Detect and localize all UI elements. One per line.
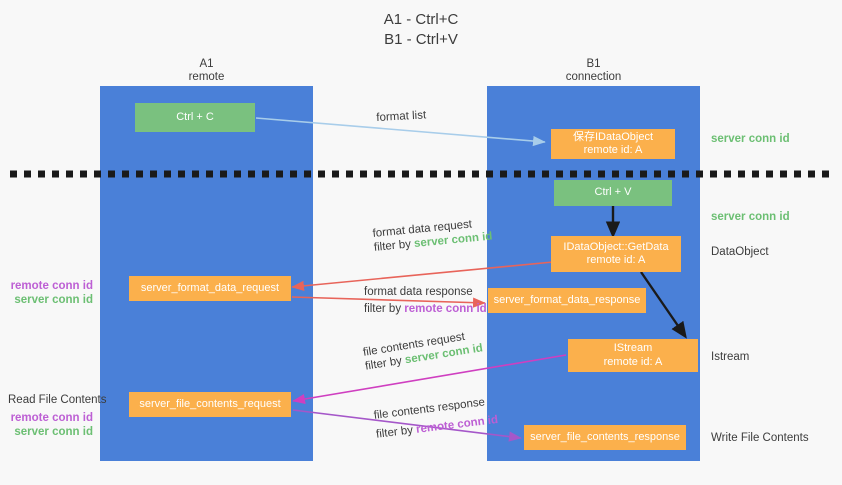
column-header-b1: B1 connection <box>487 58 700 84</box>
box-getdata[interactable]: IDataObject::GetData remote id: A <box>551 236 681 272</box>
column-a1-name: A1 <box>199 58 214 70</box>
label-format-list: format list <box>376 109 427 124</box>
label-format-data-request-filter-prefix: filter by <box>373 238 415 254</box>
label-format-data-response-filter-prefix: filter by <box>364 303 405 315</box>
box-server-file-contents-request-label: server_file_contents_request <box>139 397 281 410</box>
box-getdata-line2: remote id: A <box>586 254 646 266</box>
box-getdata-line1: IDataObject::GetData <box>563 240 669 253</box>
label-write-file-contents: Write File Contents <box>711 432 809 444</box>
box-istream[interactable]: IStream remote id: A <box>568 339 698 372</box>
label-server-conn-id-2: server conn id <box>14 426 93 438</box>
box-server-file-contents-response[interactable]: server_file_contents_response <box>524 425 686 450</box>
box-server-format-data-request[interactable]: server_format_data_request <box>129 276 291 301</box>
label-file-contents-request: file contents request filter by server c… <box>362 327 484 373</box>
label-file-contents-response: file contents response filter by remote … <box>373 394 499 442</box>
label-server-conn-id-1: server conn id <box>14 294 93 306</box>
box-istream-line1: IStream <box>613 342 653 354</box>
label-format-data-request: format data request filter by server con… <box>372 216 493 255</box>
label-remote-conn-id-2: remote conn id <box>10 412 93 424</box>
page-title: A1 - Ctrl+C B1 - Ctrl+V <box>0 10 842 50</box>
box-server-file-contents-request[interactable]: server_file_contents_request <box>129 392 291 417</box>
label-format-data-response-filter-value: remote conn id <box>404 303 487 315</box>
label-remote-conn-id-1: remote conn id <box>10 280 93 292</box>
box-server-format-data-response[interactable]: server_format_data_response <box>488 288 646 313</box>
title-line-2: B1 - Ctrl+V <box>384 31 458 48</box>
box-server-file-contents-response-label: server_file_contents_response <box>530 430 680 443</box>
label-server-conn-id-second: server conn id <box>711 211 790 223</box>
box-ctrl-v[interactable]: Ctrl + V <box>554 180 672 206</box>
label-conn-id-group-2: remote conn id server conn id <box>0 411 93 439</box>
box-istream-line2: remote id: A <box>603 355 663 368</box>
label-format-data-response-text: format data response <box>364 286 473 298</box>
box-server-format-data-response-label: server_format_data_response <box>493 293 641 306</box>
label-file-contents-response-filter-prefix: filter by <box>375 423 417 441</box>
label-format-data-response: format data response filter by remote co… <box>364 285 487 316</box>
column-header-a1: A1 remote <box>100 58 313 84</box>
box-ctrl-c-label: Ctrl + C <box>176 110 214 123</box>
label-istream: Istream <box>711 351 750 363</box>
label-conn-id-group-1: remote conn id server conn id <box>0 279 93 307</box>
box-save-dataobject-line2: remote id: A <box>583 144 643 156</box>
label-dataobject: DataObject <box>711 246 769 258</box>
label-read-file-contents: Read File Contents <box>8 394 107 406</box>
label-server-conn-id-top: server conn id <box>711 133 790 145</box>
box-server-format-data-request-label: server_format_data_request <box>140 281 280 294</box>
box-ctrl-v-label: Ctrl + V <box>594 186 632 199</box>
box-save-dataobject[interactable]: 保存IDataObject remote id: A <box>551 129 675 159</box>
column-b1-name: B1 <box>586 58 601 70</box>
box-save-dataobject-line1: 保存IDataObject <box>572 130 654 143</box>
column-a1-sub: remote <box>188 71 225 83</box>
column-b1-sub: connection <box>565 71 622 83</box>
title-line-1: A1 - Ctrl+C <box>383 11 459 28</box>
box-ctrl-c[interactable]: Ctrl + C <box>135 103 255 132</box>
